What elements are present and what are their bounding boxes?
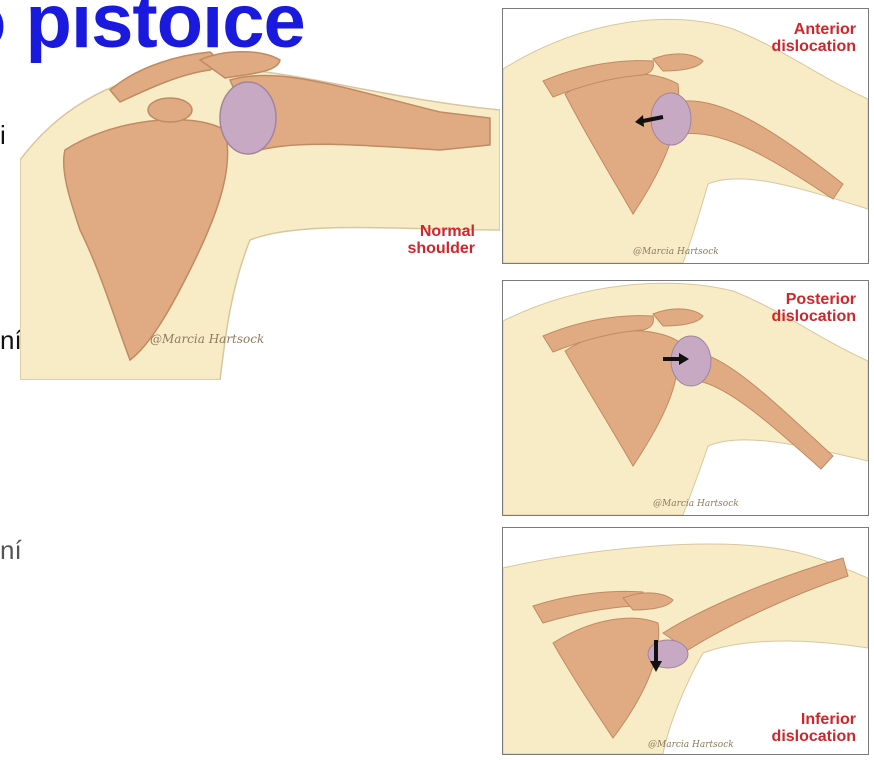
normal-shoulder-label: Normal shoulder: [370, 223, 475, 257]
inferior-dislocation-label: Inferior dislocation: [706, 711, 856, 745]
text-fragment-1: i: [0, 120, 6, 151]
anterior-dislocation-label: Anterior dislocation: [706, 21, 856, 55]
normal-label-line1: Normal: [370, 223, 475, 240]
text-fragment-2: ní: [0, 325, 22, 356]
anterior-label-line2: dislocation: [706, 38, 856, 55]
posterior-dislocation-label: Posterior dislocation: [706, 291, 856, 325]
normal-shoulder-illustration: @Marcia Hartsock: [20, 40, 500, 380]
inferior-dislocation-panel: @Marcia Hartsock Inferior dislocation: [502, 527, 869, 755]
anterior-label-line1: Anterior: [706, 21, 856, 38]
inferior-label-line1: Inferior: [706, 711, 856, 728]
artist-signature-posterior: @Marcia Hartsock: [653, 499, 739, 509]
normal-label-line2: shoulder: [370, 240, 475, 257]
text-fragment-3: ní: [0, 535, 22, 566]
posterior-label-line2: dislocation: [706, 308, 856, 325]
anterior-dislocation-panel: @Marcia Hartsock Anterior dislocation: [502, 8, 869, 264]
artist-signature: @Marcia Hartsock: [150, 332, 264, 346]
artist-signature-anterior: @Marcia Hartsock: [633, 247, 719, 257]
inferior-label-line2: dislocation: [706, 728, 856, 745]
posterior-dislocation-panel: @Marcia Hartsock Posterior dislocation: [502, 280, 869, 516]
posterior-label-line1: Posterior: [706, 291, 856, 308]
